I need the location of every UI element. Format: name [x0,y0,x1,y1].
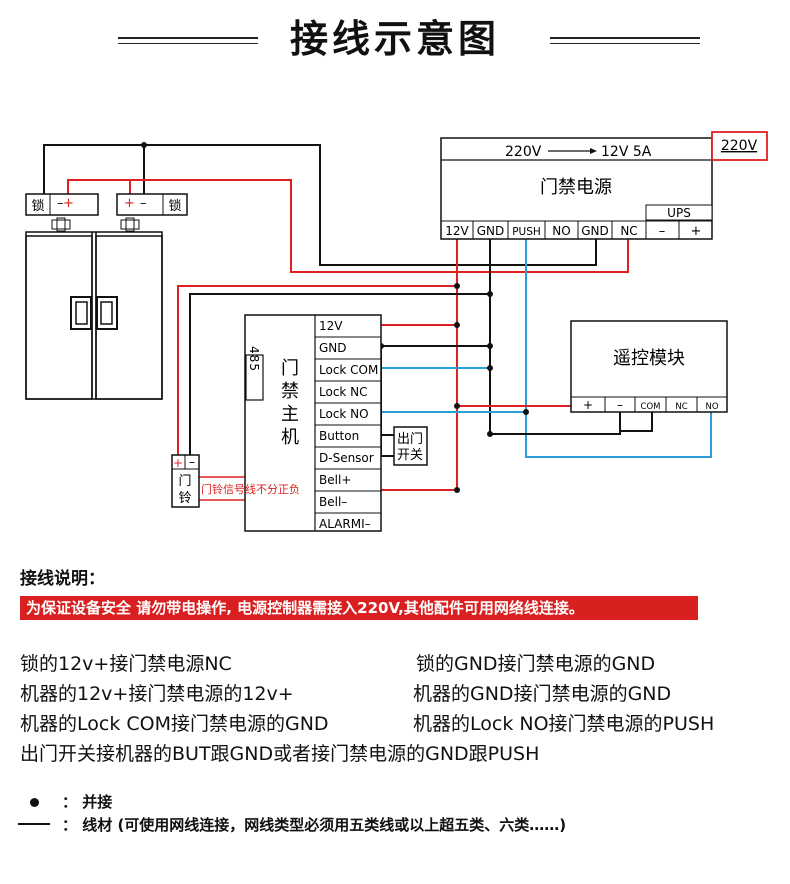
wire-line-icon [18,823,50,825]
controller-terminal-label: 12V [319,319,343,333]
psu-ups-plus: + [691,224,702,239]
note-line: 出门开关接机器的BUT跟GND或者接门禁电源的GND跟PUSH [20,743,540,765]
controller-terminal-label: Lock NC [319,385,368,399]
doorbell-minus: – [189,455,195,469]
exit-button-line2: 开关 [397,448,423,463]
lock-right-plus: + [124,196,135,211]
doorbell-line1: 门 [178,474,191,489]
psu-arrowhead-icon [590,148,597,154]
controller-name-char: 禁 [281,381,299,402]
psu-ups-label: UPS [667,206,691,220]
exit-button: 出门 开关 [393,426,428,466]
double-door-icon [25,231,163,400]
warning-banner: 为保证设备安全 请勿带电操作, 电源控制器需接入220V,其他配件可用网络线连接… [20,596,698,620]
wire-lock-plus-nc [67,179,629,273]
doorbell-line2: 铃 [178,491,191,506]
junction-dot-icon [30,798,39,807]
psu-terminal-label: NC [620,224,637,238]
exit-button-line1: 出门 [397,432,423,447]
lock-left: 锁 – + [25,193,99,216]
doorbell-note: 门铃信号线不分正负 [201,482,300,496]
lock-left-minus: – [57,196,64,211]
title-rule-right-thin [550,43,700,44]
junction-dot [454,283,460,289]
controller-terminal-label: Bell+ [319,473,351,487]
junction-dot [523,409,529,415]
junction-dot [141,142,147,148]
wire-remote-com [620,412,653,432]
note-line: 锁的GND接门禁电源的GND [416,653,656,675]
access-controller: 12V GND Lock COM Lock NC Lock NO ButtonD-Sens… [244,314,382,532]
junction-dot [454,322,460,328]
wire-psu-push [525,239,712,458]
remote-module: 遥控模块 + – COM NC NO [570,320,728,413]
note-line: 机器的Lock COM接门禁电源的GND [20,713,329,735]
psu-mains-label: 220V [721,138,758,154]
psu-output-label: 12V 5A [601,144,652,160]
remote-terminal-label: NC [675,402,687,412]
lock-right: 锁 + – [116,193,188,216]
controller-terminal-label: ALARMI– [319,517,371,531]
lock-left-label: 锁 [31,198,44,214]
controller-485-port: 485 [247,346,261,372]
junction-dot [487,291,493,297]
wire-doorbell-plus [177,285,457,455]
controller-name-char: 门 [281,358,299,379]
controller-terminal-label: Bell– [319,495,347,509]
lock-left-plus: + [63,196,74,211]
legend-wire: ： 线材 (可使用网线连接，网线类型必须用五类线或以上超五类、六类……) [62,816,567,834]
lock-right-label: 锁 [168,198,181,214]
wiring-diagram: 220V 12V 5A 门禁电源 UPS 12V GND PUSH NO GND NC –… [25,131,768,532]
psu-terminal-label: GND [477,224,505,238]
controller-terminal-label: Lock COM [319,363,378,377]
junction-dot [454,403,460,409]
remote-terminal-label: + [583,398,593,412]
remote-terminal-label: NO [705,402,718,412]
wire-lock-gnd-loop [43,144,597,266]
title-rule-right [550,37,700,39]
doorbell: + – 门 铃 [171,454,200,508]
junction-dot [487,365,493,371]
junction-dot [487,431,493,437]
psu-terminal-label: NO [552,224,570,238]
legend-junction: ： 并接 [62,793,113,811]
controller-terminal-label: Lock NO [319,407,369,421]
controller-terminal-label: GND [319,341,347,355]
lock-right-minus: – [140,196,147,211]
controller-name-char: 主 [281,404,299,425]
page-title: 接线示意图 [289,17,500,61]
psu-terminal-label: 12V [445,224,469,238]
note-line: 机器的Lock NO接门禁电源的PUSH [413,713,715,735]
junction-dot [487,343,493,349]
controller-name-char: 机 [281,427,299,448]
magnet-plates [51,217,140,232]
psu-terminal-label: PUSH [512,226,541,238]
junction-dot [454,487,460,493]
note-line: 机器的GND接门禁电源的GND [413,683,672,705]
controller-terminal-label: D-Sensor [319,451,374,465]
psu-name: 门禁电源 [540,177,612,198]
controller-terminal-label: Button [319,429,359,443]
power-supply: 220V 12V 5A 门禁电源 UPS 12V GND PUSH NO GND NC –… [440,131,768,240]
wire-doorbell-minus [189,293,490,455]
remote-terminal-label: – [617,398,623,412]
psu-input-label: 220V [505,144,542,160]
remote-terminal-label: COM [641,402,661,412]
notes-title: 接线说明： [20,569,105,589]
wire-remote-minus [490,412,621,435]
note-line: 锁的12v+接门禁电源NC [20,653,232,675]
title-rule-left [118,37,258,39]
doorbell-plus: + [173,456,183,470]
psu-ups-minus: – [659,224,666,239]
wire-ctrl-gnd-drop [380,346,394,457]
psu-terminal-label: GND [581,224,609,238]
note-line: 机器的12v+接门禁电源的12v+ [20,683,294,705]
remote-module-name: 遥控模块 [613,348,685,369]
title-rule-left-thin [118,43,258,44]
